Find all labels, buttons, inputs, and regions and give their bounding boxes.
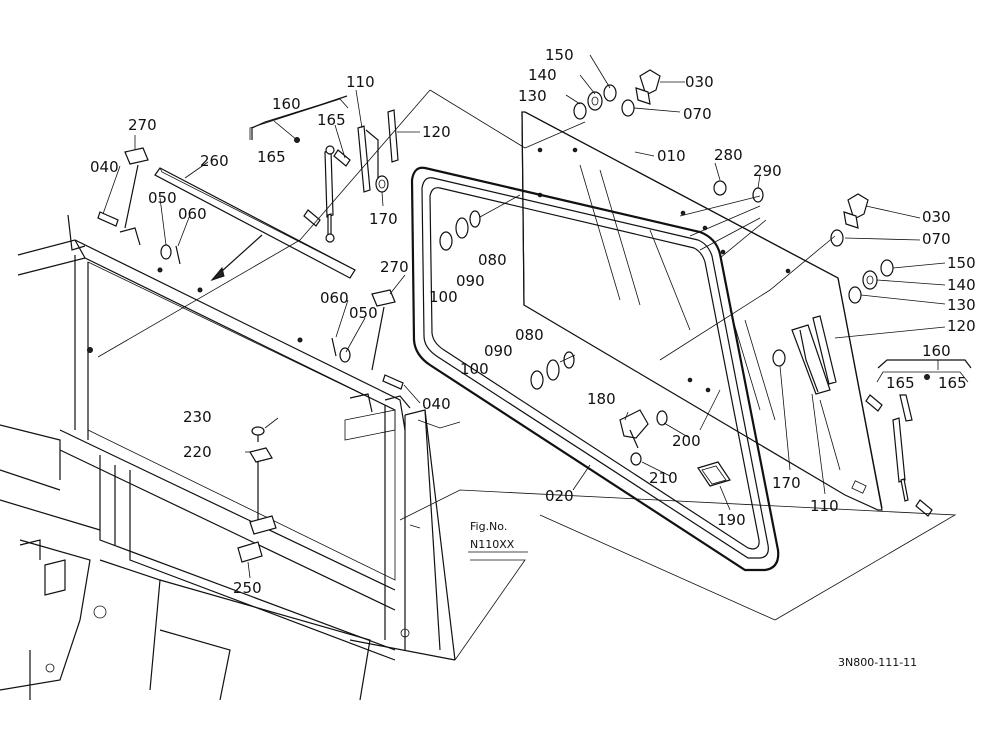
hinge-part-030-top	[635, 69, 661, 105]
callout-140-right: 140	[947, 276, 976, 294]
fastener-stack-lower	[530, 351, 575, 390]
bracket-part-250	[237, 462, 277, 563]
callout-160-right: 160	[922, 342, 951, 360]
callout-290: 290	[753, 162, 782, 180]
callout-165-a: 165	[317, 111, 346, 129]
callout-090-lower: 090	[484, 342, 513, 360]
bushing-part-150-right	[880, 259, 894, 277]
washer-part-050-right	[331, 337, 351, 363]
fastener-stack-upper	[439, 210, 481, 251]
callout-220: 220	[183, 443, 212, 461]
callout-165-b: 165	[257, 148, 286, 166]
callout-010: 010	[657, 147, 686, 165]
pin-part-right	[382, 374, 404, 390]
glass-panel-part	[521, 111, 883, 511]
bushing-part-070-top	[621, 99, 635, 117]
callout-230: 230	[183, 408, 212, 426]
callout-110-top: 110	[346, 73, 375, 91]
callout-080-lower: 080	[515, 326, 544, 344]
bracket-part-110-left	[357, 125, 379, 193]
callout-050-left: 050	[148, 189, 177, 207]
callout-020: 020	[545, 487, 574, 505]
callout-070-top: 070	[683, 105, 712, 123]
pad-part-right	[371, 289, 396, 371]
callout-050-right: 050	[349, 304, 378, 322]
callout-060-left: 060	[178, 205, 207, 223]
callout-060-right: 060	[320, 289, 349, 307]
screw-part-230	[251, 426, 265, 442]
nut-part-130-top	[573, 102, 587, 120]
callout-030-top: 030	[685, 73, 714, 91]
washer-part-050-left	[160, 244, 181, 265]
callout-040-left: 040	[90, 158, 119, 176]
callout-100-upper: 100	[429, 288, 458, 306]
callout-150-top: 150	[545, 46, 574, 64]
callout-165-d: 165	[938, 374, 967, 392]
callout-120-right: 120	[947, 317, 976, 335]
callout-170-top: 170	[369, 210, 398, 228]
washer-part-140-right	[862, 270, 878, 290]
callout-100-lower: 100	[460, 360, 489, 378]
weather-strip-part	[154, 167, 356, 279]
gas-strut-part-right	[865, 359, 972, 517]
figure-ref-number: N110XX	[470, 538, 515, 551]
nut-part-290	[752, 187, 764, 203]
washer-part-200	[656, 410, 668, 426]
callout-160-left: 160	[272, 95, 301, 113]
callout-090-upper: 090	[456, 272, 485, 290]
callout-270-left: 270	[128, 116, 157, 134]
callout-110-right: 110	[810, 497, 839, 515]
nut-part-280	[713, 180, 727, 196]
callout-070-right: 070	[922, 230, 951, 248]
callout-140-top: 140	[528, 66, 557, 84]
bracket-part-110-right	[791, 324, 831, 395]
handle-part-190	[697, 461, 731, 487]
screw-part-210	[630, 452, 642, 466]
pad-part-left	[124, 147, 149, 229]
gas-strut-part-left	[251, 95, 351, 243]
callout-120-top: 120	[422, 123, 451, 141]
callout-180: 180	[587, 390, 616, 408]
hinge-part-030-right	[843, 193, 869, 229]
callout-130-right: 130	[947, 296, 976, 314]
callout-280: 280	[714, 146, 743, 164]
bushing-part-150-top	[603, 84, 617, 102]
callout-labels: 150 140 130 030 070 110 160 165 165 120 …	[90, 46, 976, 669]
drawing-code: 3N800-111-11	[838, 656, 917, 669]
callout-200: 200	[672, 432, 701, 450]
callout-030-right: 030	[922, 208, 951, 226]
callout-165-c: 165	[886, 374, 915, 392]
clip-part-220	[249, 447, 273, 463]
nut-part-170-right	[772, 349, 786, 367]
callout-040-right: 040	[422, 395, 451, 413]
callout-190: 190	[717, 511, 746, 529]
bushing-part-070-right	[830, 229, 844, 247]
bracket-part-120-left	[387, 109, 399, 163]
cab-frame	[0, 214, 456, 701]
latch-part-180	[619, 409, 649, 449]
window-seal-part	[410, 166, 780, 572]
figure-ref-caption: Fig.No.	[470, 520, 507, 533]
callout-170-right: 170	[772, 474, 801, 492]
pin-part-left	[97, 211, 119, 227]
callout-250: 250	[233, 579, 262, 597]
callout-150-right: 150	[947, 254, 976, 272]
leader-lines	[97, 54, 957, 661]
callout-080-upper: 080	[478, 251, 507, 269]
nut-part-130-right	[848, 286, 862, 304]
callout-260: 260	[200, 152, 229, 170]
washer-part-140-top	[587, 91, 603, 111]
callout-210: 210	[649, 469, 678, 487]
callout-130-top: 130	[518, 87, 547, 105]
bracket-part-120-right	[812, 315, 837, 385]
nut-part-170-left	[375, 175, 389, 193]
callout-270-right: 270	[380, 258, 409, 276]
